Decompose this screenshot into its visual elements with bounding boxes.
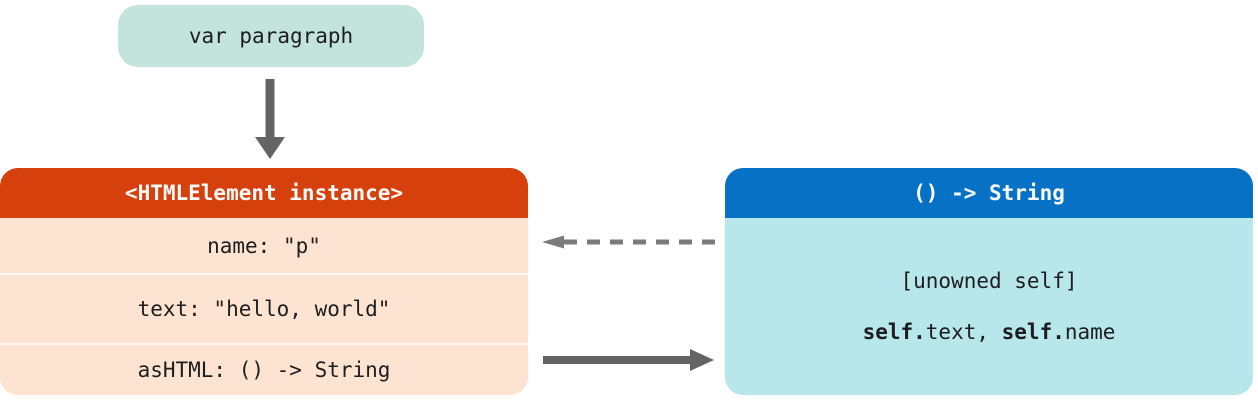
closure-box-header: () -> String — [725, 168, 1253, 218]
closure-to-instance-unowned-arrow — [542, 235, 716, 249]
instance-to-closure-strong-arrow — [543, 349, 714, 371]
field-row-name: name: "p" — [207, 233, 321, 258]
variable-to-instance-arrow — [255, 79, 285, 159]
closure-expr-segment: name — [1064, 320, 1116, 344]
closure-expr-segment: self. — [1001, 320, 1065, 344]
htmlelement-instance-box: <HTMLElement instance> name: "p" text: "… — [0, 168, 528, 395]
instance-box-title: <HTMLElement instance> — [124, 181, 404, 205]
closure-body-expression: self.text, self.name — [863, 320, 1116, 344]
field-row-text: text: "hello, world" — [0, 273, 528, 343]
capture-list-text: [unowned self] — [900, 269, 1078, 293]
field-row-ashtml: asHTML: () -> String — [0, 343, 528, 395]
closure-box-body: [unowned self] self.text, self.name — [725, 218, 1253, 395]
variable-pill: var paragraph — [118, 5, 424, 67]
closure-box: () -> String [unowned self] self.text, s… — [725, 168, 1253, 395]
closure-expr-segment: self. — [862, 320, 926, 344]
closure-box-title: () -> String — [913, 181, 1065, 205]
instance-box-body: name: "p" text: "hello, world" asHTML: (… — [0, 218, 528, 395]
variable-pill-label: var paragraph — [188, 24, 354, 48]
closure-expr-segment: text, — [925, 320, 1002, 344]
instance-box-header: <HTMLElement instance> — [0, 168, 528, 218]
